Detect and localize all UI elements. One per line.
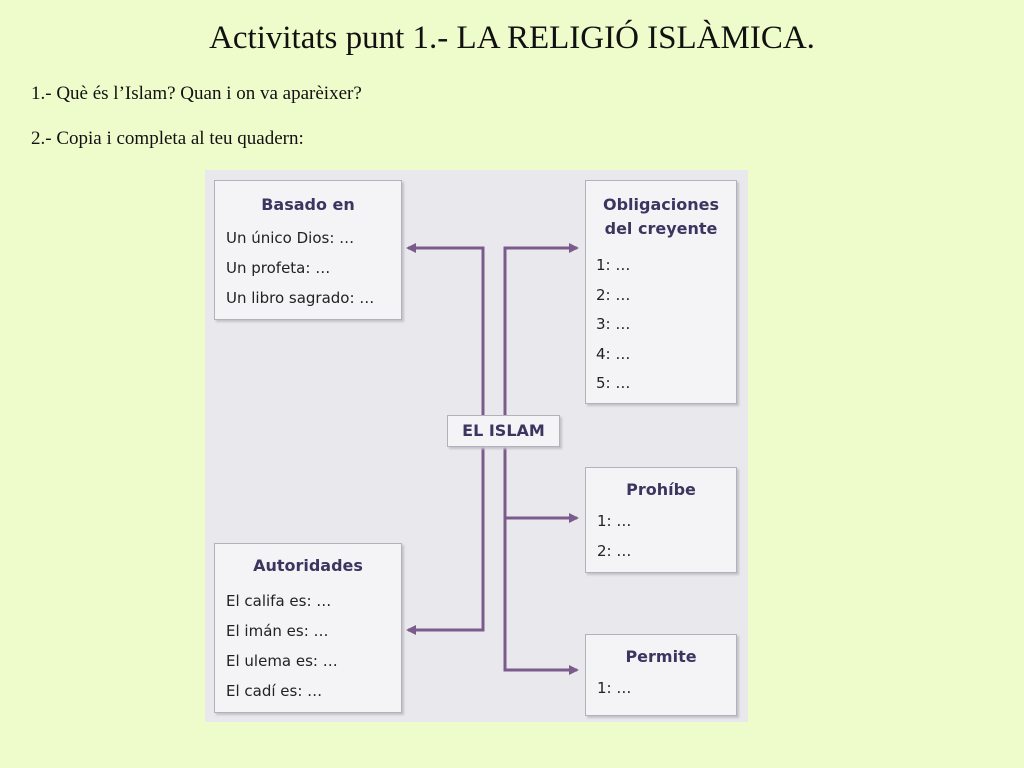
box-obligaciones: Obligaciones del creyente 1: … 2: … 3: …… <box>585 180 737 404</box>
connector-right-permite <box>503 518 579 675</box>
connector-left-trunk <box>406 243 485 432</box>
connector-lines <box>406 243 579 675</box>
permite-line: 1: … <box>597 679 632 697</box>
center-label: EL ISLAM <box>462 421 545 440</box>
basado-line: Un profeta: … <box>226 259 331 277</box>
autoridades-line: El califa es: … <box>226 592 332 610</box>
box-obligaciones-title: Obligaciones del creyente <box>586 193 736 241</box>
obligaciones-line: 3: … <box>596 315 631 333</box>
box-permite: Permite 1: … <box>585 634 737 716</box>
obligaciones-title-line2: del creyente <box>604 219 718 238</box>
box-basado-en: Basado en Un único Dios: … Un profeta: …… <box>214 180 402 320</box>
autoridades-line: El imán es: … <box>226 622 329 640</box>
prohibe-line: 2: … <box>597 542 632 560</box>
box-autoridades: Autoridades El califa es: … El imán es: … <box>214 543 402 713</box>
obligaciones-line: 4: … <box>596 344 631 363</box>
connector-right-up <box>503 243 579 415</box>
box-basado-title: Basado en <box>261 195 355 214</box>
obligaciones-line: 1: … <box>596 256 631 274</box>
box-autoridades-title: Autoridades <box>253 556 363 575</box>
question-2: 2.- Copia i completa al teu quadern: <box>31 128 304 149</box>
autoridades-line: El cadí es: … <box>226 682 323 700</box>
box-permite-title: Permite <box>625 647 697 666</box>
basado-line: Un único Dios: … <box>226 229 355 247</box>
obligaciones-title-line1: Obligaciones <box>603 195 719 214</box>
slide-title: Activitats punt 1.- LA RELIGIÓ ISLÀMICA. <box>209 20 815 56</box>
question-1: 1.- Què és l’Islam? Quan i on va aparèix… <box>31 83 362 104</box>
box-prohibe-title: Prohíbe <box>626 480 696 499</box>
obligaciones-line: 5: … <box>596 374 631 392</box>
concept-scheme-image: Basado en Un único Dios: … Un profeta: …… <box>205 170 748 722</box>
obligaciones-line: 2: … <box>596 285 631 304</box>
autoridades-line: El ulema es: … <box>226 652 338 670</box>
basado-line: Un libro sagrado: … <box>226 289 375 307</box>
box-el-islam: EL ISLAM <box>447 415 560 447</box>
connector-left-down <box>406 430 485 635</box>
box-prohibe: Prohíbe 1: … 2: … <box>585 467 737 573</box>
connector-right-prohibe <box>503 445 579 523</box>
prohibe-line: 1: … <box>597 512 632 530</box>
